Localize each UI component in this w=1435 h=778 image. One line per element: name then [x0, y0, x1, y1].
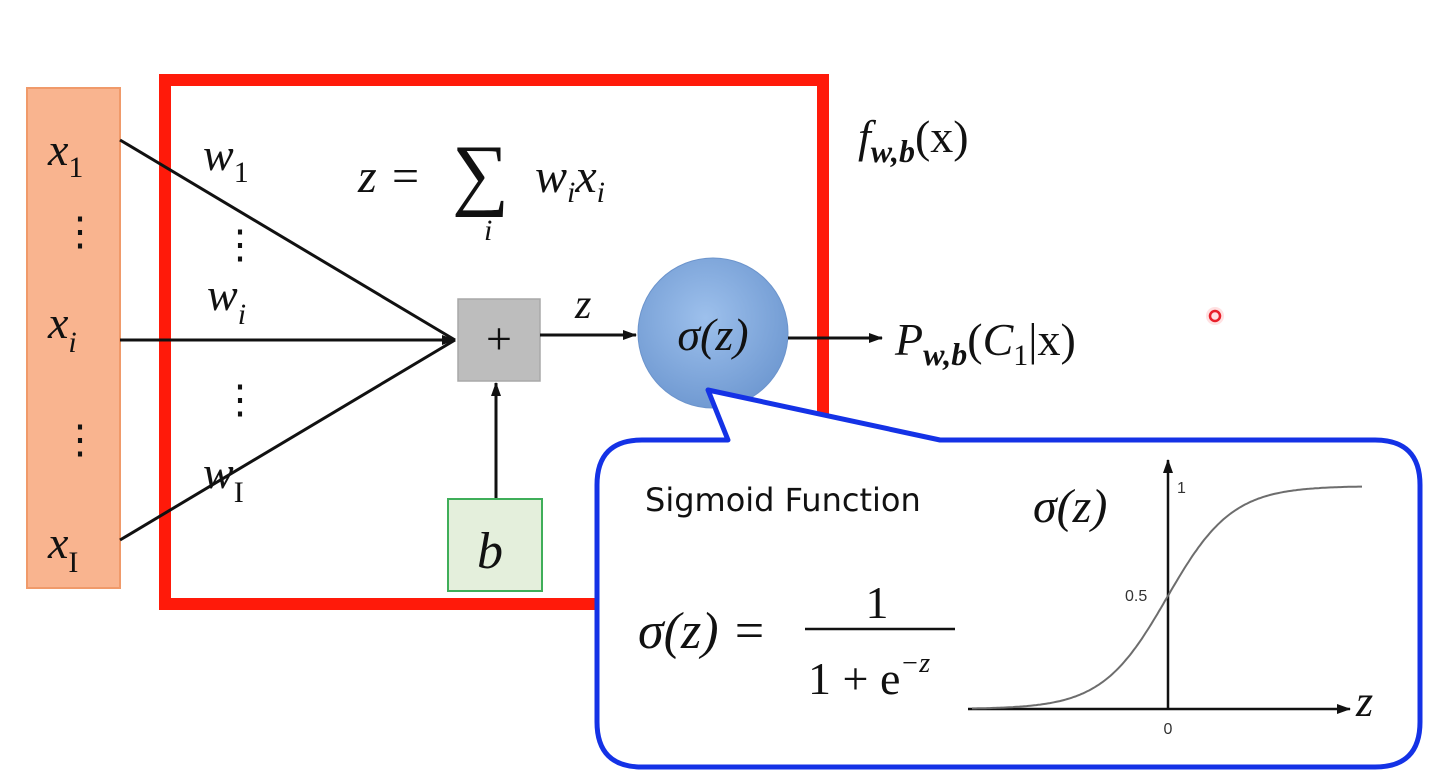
edge-x1-to-sum	[119, 138, 456, 342]
summation-formula: z = ∑ i wixi	[357, 130, 605, 247]
svg-text:wixi: wixi	[535, 150, 605, 209]
bias-label: b	[477, 523, 503, 580]
svg-text:i: i	[484, 214, 492, 247]
plot-tick-1: 1	[1177, 480, 1186, 497]
weight-wi: wi	[207, 269, 246, 331]
input-xi: xi	[47, 297, 77, 359]
input-feature-column	[26, 87, 121, 589]
model-frame	[159, 74, 829, 610]
sigmoid-callout	[594, 387, 1423, 770]
svg-text:∑: ∑	[452, 130, 509, 218]
weight-w1: w1	[203, 129, 249, 189]
pointer-dot	[1206, 307, 1224, 325]
sigmoid-curve	[972, 485, 1362, 710]
sigmoid-node-label: σ(z)	[677, 309, 748, 360]
svg-text:1 + e−z: 1 + e−z	[808, 648, 930, 704]
plot-x-label: z	[1355, 677, 1373, 726]
plot-tick-0: 0	[1164, 721, 1173, 738]
edge-xI-to-sum	[119, 338, 456, 542]
input-dots-lower: ⋮	[60, 417, 100, 462]
sigmoid-equation: σ(z) = 1 1 + e−z	[638, 577, 955, 704]
weight-dots-lower: ⋮	[220, 377, 260, 422]
plot-tick-0-5: 0.5	[1125, 588, 1147, 605]
pointer-dot-core	[1208, 309, 1222, 323]
callout-title: Sigmoid Function	[645, 481, 921, 519]
input-dots-upper: ⋮	[60, 209, 100, 254]
sum-node-label: +	[486, 313, 512, 364]
weight-dots-upper: ⋮	[220, 222, 260, 267]
input-x1: x1	[47, 124, 83, 184]
sum-node	[457, 298, 541, 382]
sigmoid-plot: σ(z) z 0 1 0.5	[968, 459, 1373, 738]
edge-z-label: z	[574, 282, 591, 328]
svg-text:z: z	[357, 150, 377, 203]
plot-y-label: σ(z)	[1033, 480, 1107, 533]
weight-wI: wI	[203, 447, 244, 509]
bias-node	[447, 498, 543, 592]
model-function-label: fw,b(x)	[858, 111, 969, 169]
svg-text:σ(z) =: σ(z) =	[638, 603, 767, 660]
svg-text:1: 1	[866, 577, 889, 628]
input-xI: xI	[47, 517, 78, 579]
output-probability-label: Pw,b(C1|x)	[894, 314, 1076, 372]
svg-text:=: =	[392, 150, 419, 203]
